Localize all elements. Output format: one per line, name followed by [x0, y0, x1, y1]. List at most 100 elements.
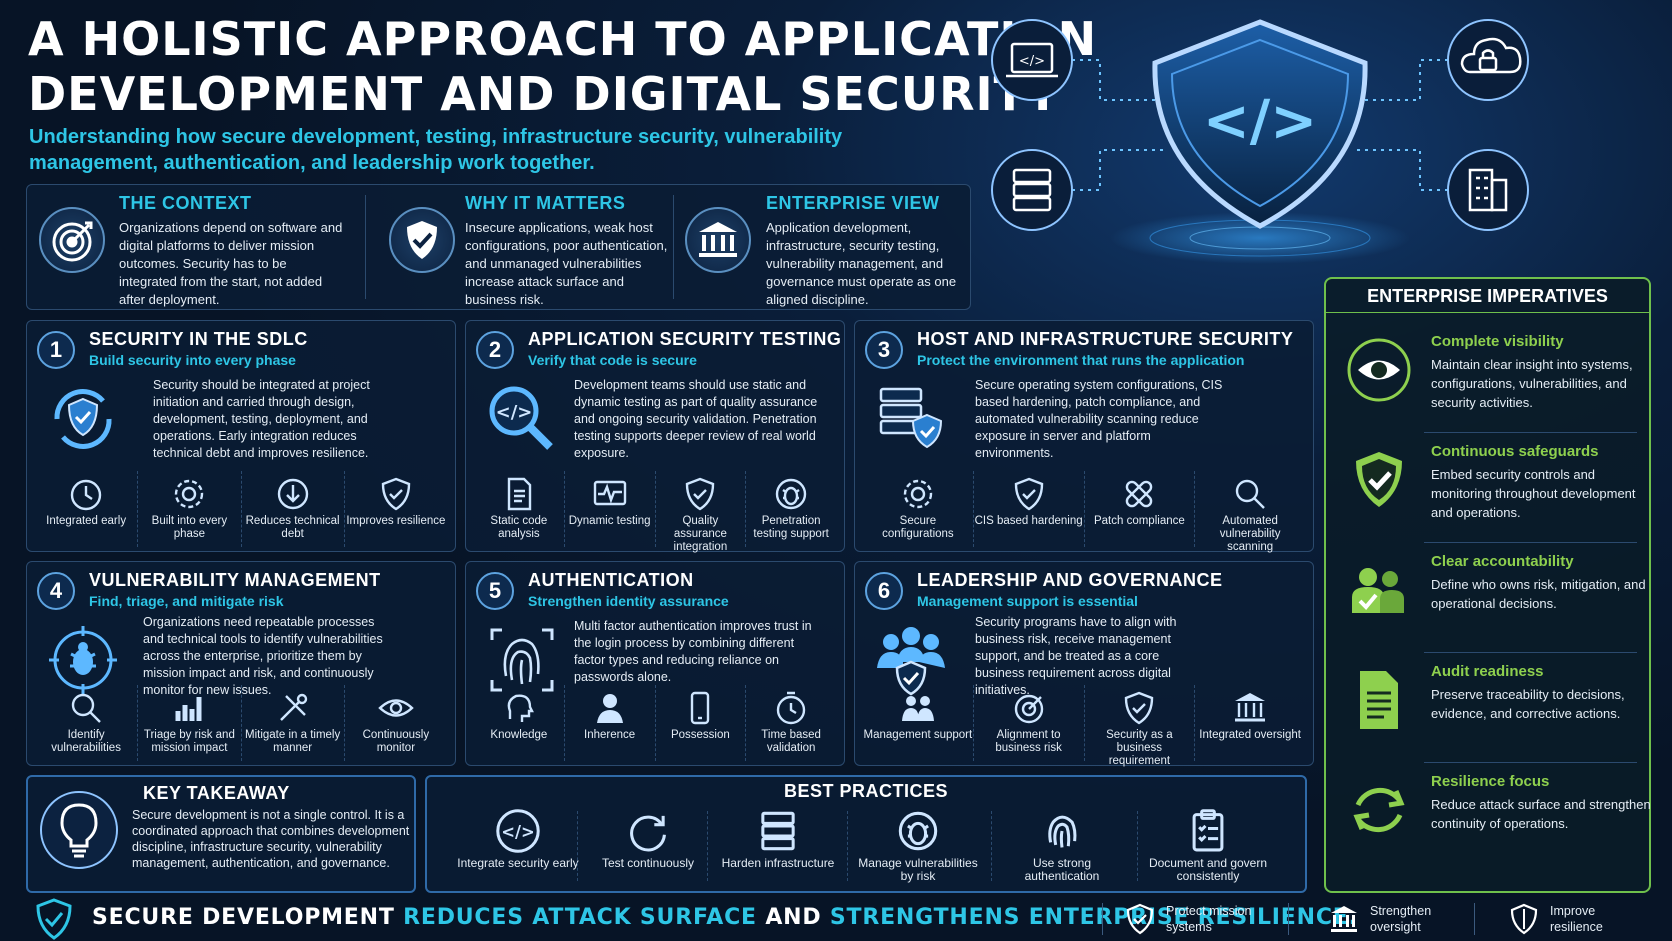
card-item-label: Security as a business requirement — [1106, 729, 1173, 767]
card-item: Dynamic testing — [563, 471, 655, 547]
bug-icon — [894, 807, 942, 855]
doc-icon — [1346, 667, 1412, 733]
cycle-icon — [624, 807, 672, 855]
card-title: AUTHENTICATION — [528, 570, 694, 590]
card-subtitle: Protect the environment that runs the ap… — [917, 352, 1245, 368]
card-item-label: Quality assurance integration — [673, 515, 728, 553]
best-practice-label: Document and govern consistently — [1148, 856, 1268, 883]
user-icon — [591, 689, 629, 727]
card-text: Security should be integrated at project… — [153, 378, 370, 460]
card-item-label: CIS based hardening — [974, 515, 1083, 527]
shield-icon — [681, 475, 719, 513]
sdlc-illustration-icon — [41, 377, 125, 461]
card-item: Secure configurations — [863, 471, 973, 547]
gear-icon — [899, 475, 937, 513]
card-item-label: Static code analysis — [490, 515, 548, 540]
footer-shield-icon — [36, 898, 72, 940]
card-item-label: Integrated oversight — [1199, 729, 1301, 741]
server-icon — [754, 807, 802, 855]
shield-icon — [1010, 475, 1048, 513]
shield-icon — [377, 475, 415, 513]
shield-icon — [1346, 447, 1412, 513]
context-text: Organizations depend on software and dig… — [119, 220, 343, 307]
card-item: Reduces technical debt — [240, 471, 344, 547]
download-icon — [274, 475, 312, 513]
card-items: Static code analysis Dynamic testing Quali… — [474, 471, 836, 553]
card-leadership-and-governance: 6 LEADERSHIP AND GOVERNANCE Management s… — [854, 561, 1314, 767]
best-practice-manage-vulnerabilities-by-risk: Manage vulnerabilities by risk — [855, 803, 981, 891]
clock-icon — [67, 475, 105, 513]
best-practice-label: Manage vulnerabilities by risk — [858, 856, 978, 883]
card-item: Quality assurance integration — [654, 471, 746, 553]
search-icon — [1231, 475, 1269, 513]
auth-illustration-icon — [480, 618, 564, 702]
svg-text:</>: </> — [1203, 89, 1317, 154]
card-item-label: Inherence — [584, 729, 636, 741]
card-item-label: Secure configurations — [882, 515, 954, 540]
pulse-icon — [591, 475, 629, 513]
bars-icon — [170, 689, 208, 727]
best-practice-label: Use strong authentication — [1024, 856, 1100, 883]
group-icon — [899, 689, 937, 727]
gear-icon — [170, 475, 208, 513]
card-item-label: Improves resilience — [346, 515, 446, 527]
eye-icon — [1346, 337, 1412, 403]
card-item-label: Alignment to business risk — [995, 729, 1062, 754]
card-subtitle: Find, triage, and mitigate risk — [89, 593, 284, 609]
enterprise-view-section: ENTERPRISE VIEW Application development,… — [677, 185, 972, 311]
imperative-text: Define who owns risk, mitigation, and op… — [1431, 577, 1646, 611]
card-text: Organizations need repeatable processes … — [143, 615, 383, 697]
card-item: Alignment to business risk — [972, 685, 1084, 761]
card-item-label: Triage by risk and mission impact — [143, 729, 235, 754]
card-item-label: Reduces technical debt — [245, 515, 340, 540]
card-item-label: Integrated early — [46, 515, 127, 527]
card-item-label: Mitigate in a timely manner — [245, 729, 341, 754]
step-number: 6 — [865, 572, 903, 610]
card-item: Triage by risk and mission impact — [137, 685, 240, 761]
imperative-title: Continuous safeguards — [1431, 443, 1599, 460]
key-takeaway-panel: KEY TAKEAWAY Secure development is not a… — [26, 775, 416, 893]
imperative-complete-visibility: Complete visibility Maintain clear insig… — [1338, 325, 1637, 433]
why-it-matters-section: WHY IT MATTERS Insecure applications, we… — [373, 185, 673, 311]
svg-text:</>: </> — [1019, 54, 1045, 69]
imperative-continuous-safeguards: Continuous safeguards Embed security con… — [1338, 435, 1637, 543]
best-practice-use-strong-authentication: Use strong authentication — [999, 803, 1125, 891]
shield-check-icon — [1126, 903, 1154, 935]
best-practices-title: BEST PRACTICES — [783, 781, 949, 801]
card-items: Secure configurations CIS based hardening… — [863, 471, 1305, 553]
imperative-text: Embed security controls and monitoring t… — [1431, 467, 1636, 520]
card-item-label: Dynamic testing — [568, 515, 651, 527]
bug-icon — [772, 475, 810, 513]
card-item: Management support — [863, 685, 973, 761]
context-panel: THE CONTEXT Organizations depend on soft… — [26, 184, 971, 310]
step-number: 1 — [37, 331, 75, 369]
imperative-resilience-focus: Resilience focus Reduce attack surface a… — [1338, 765, 1651, 873]
test-illustration-icon: </> — [480, 377, 564, 461]
doc-icon — [500, 475, 538, 513]
footer-tagline: SECURE DEVELOPMENT REDUCES ATTACK SURFAC… — [92, 905, 1358, 930]
institution-icon — [685, 207, 751, 273]
imperative-title: Clear accountability — [1431, 553, 1574, 570]
step-number: 3 — [865, 331, 903, 369]
card-item-label: Penetration testing support — [753, 515, 829, 540]
imperative-title: Complete visibility — [1431, 333, 1564, 350]
card-item: Built into every phase — [137, 471, 240, 547]
bank-icon — [1231, 689, 1269, 727]
imperative-text: Preserve traceability to decisions, evid… — [1431, 687, 1625, 721]
card-item-label: Built into every phase — [151, 515, 228, 540]
head-icon — [500, 689, 538, 727]
card-item: Mitigate in a timely manner — [240, 685, 344, 761]
card-text: Secure operating system configurations, … — [975, 378, 1223, 460]
card-title: HOST AND INFRASTRUCTURE SECURITY — [917, 329, 1294, 349]
card-host-and-infrastructure-security: 3 HOST AND INFRASTRUCTURE SECURITY Prote… — [854, 320, 1314, 553]
page-subtitle: Understanding how secure development, te… — [29, 126, 843, 174]
imperative-text: Reduce attack surface and strengthen con… — [1431, 797, 1651, 831]
card-item: Static code analysis — [474, 471, 564, 547]
card-item-label: Knowledge — [490, 729, 548, 741]
timer-icon — [772, 689, 810, 727]
card-item: Automated vulnerability scanning — [1194, 471, 1305, 553]
best-practice-test-continuously: Test continuously — [585, 803, 711, 891]
lead-illustration-icon — [869, 618, 953, 702]
